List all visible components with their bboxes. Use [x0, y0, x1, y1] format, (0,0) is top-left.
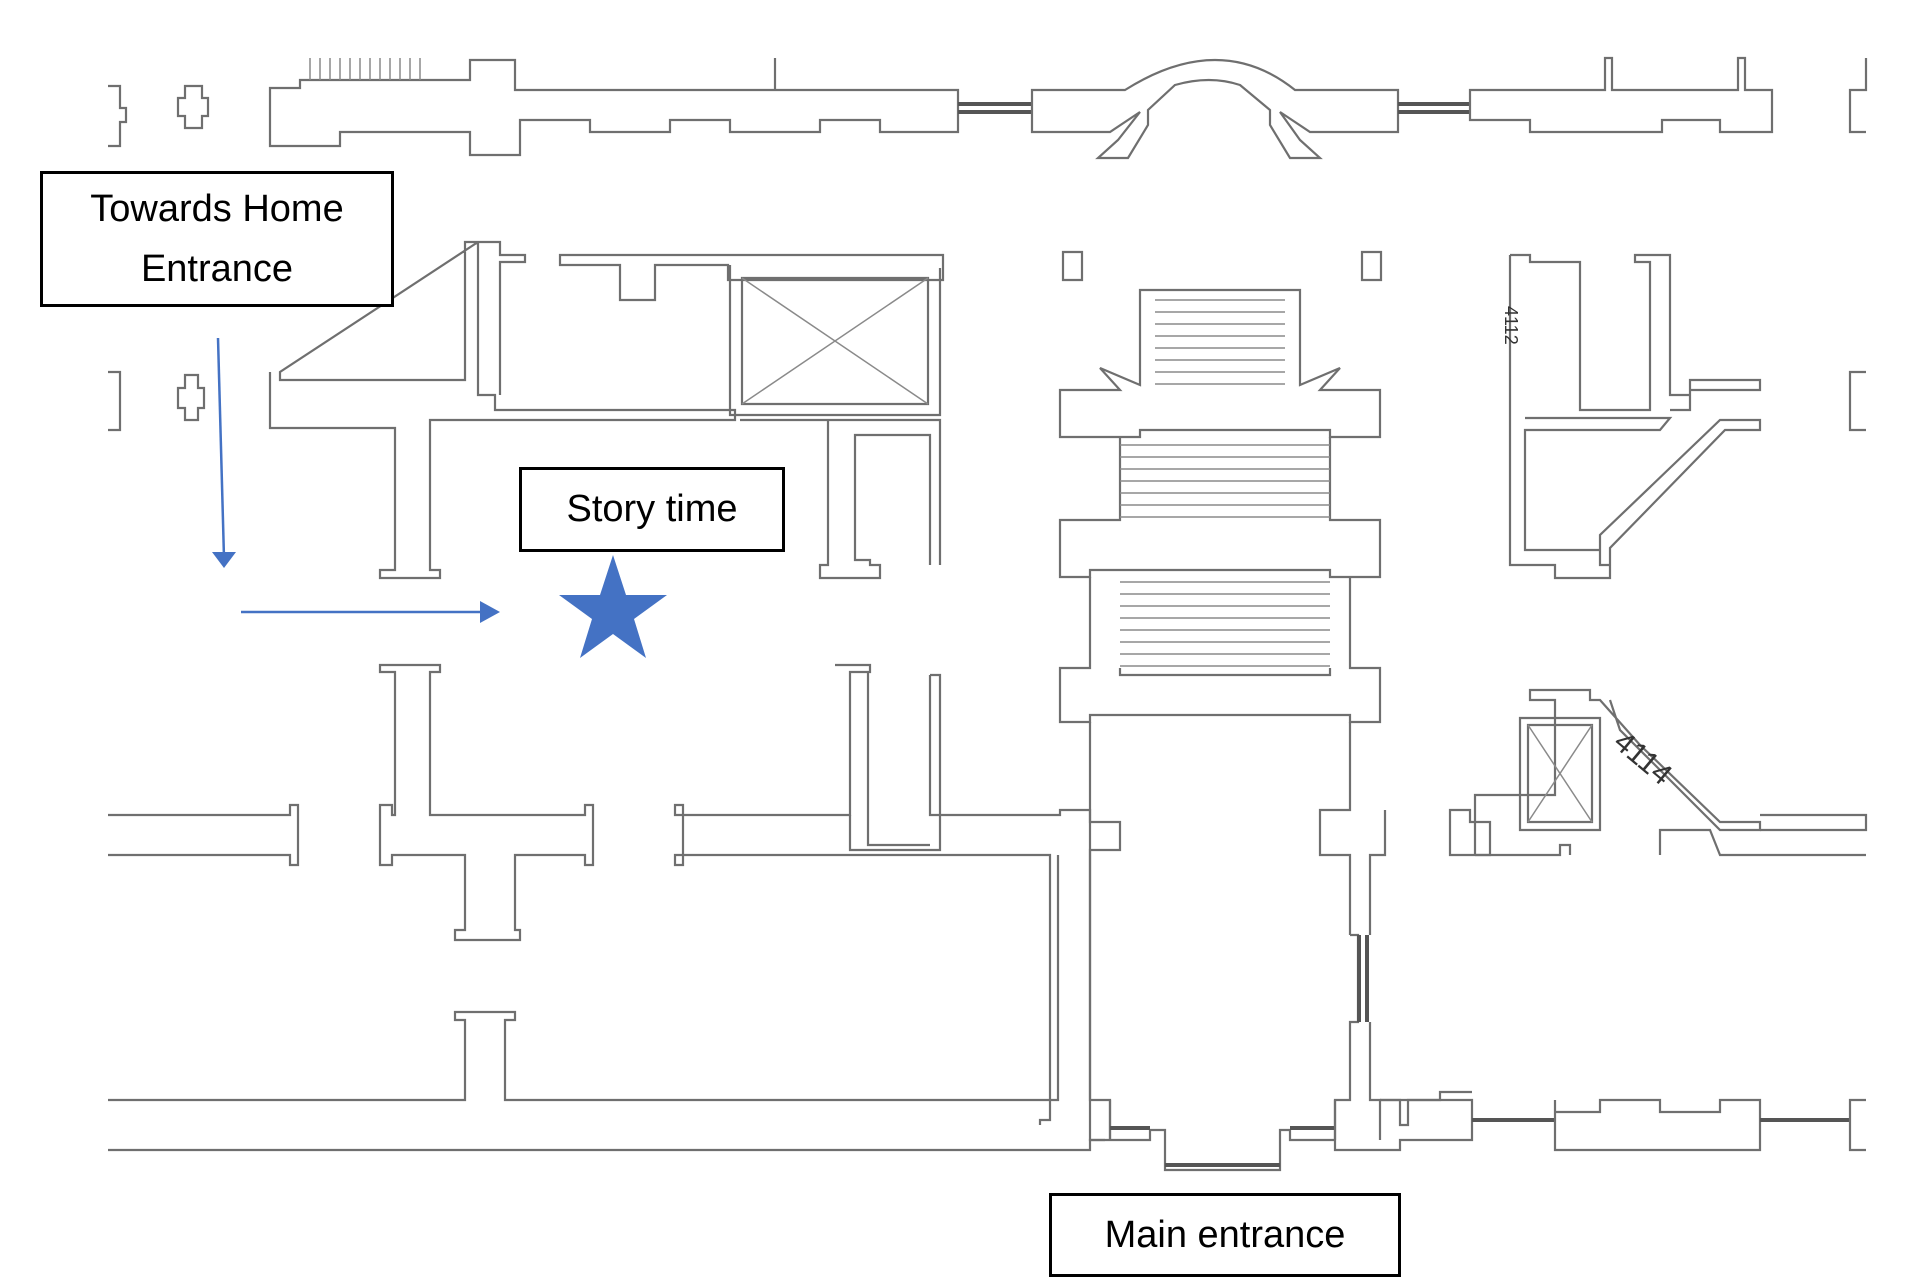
top-grille: [309, 58, 421, 80]
lower-right-walls: [1448, 688, 1868, 857]
main-entrance-label: Main entrance: [1049, 1193, 1401, 1277]
upper-left-rooms: [108, 240, 945, 580]
bottom-wall: [1108, 1090, 1866, 1172]
central-entrance-walls: [1088, 722, 1387, 1140]
towards-home-entrance-label: Towards Home Entrance: [40, 171, 394, 307]
upper-right-rooms: [1508, 253, 1866, 580]
central-staircase: [1058, 250, 1383, 724]
lower-left-walls: [108, 855, 1110, 1152]
top-wall: [108, 56, 1868, 160]
room-number-4112: 4112: [1501, 306, 1521, 345]
story-time-star-marker: [559, 555, 667, 658]
arrow-down-line: [216, 337, 226, 559]
arrow-right-head: [480, 601, 500, 623]
room-number-4114: 4114: [1608, 725, 1679, 792]
direction-arrows: [212, 337, 500, 623]
middle-left-walls: [108, 663, 1122, 1142]
arrow-down-head: [212, 552, 236, 568]
story-time-label: Story time: [519, 467, 785, 552]
